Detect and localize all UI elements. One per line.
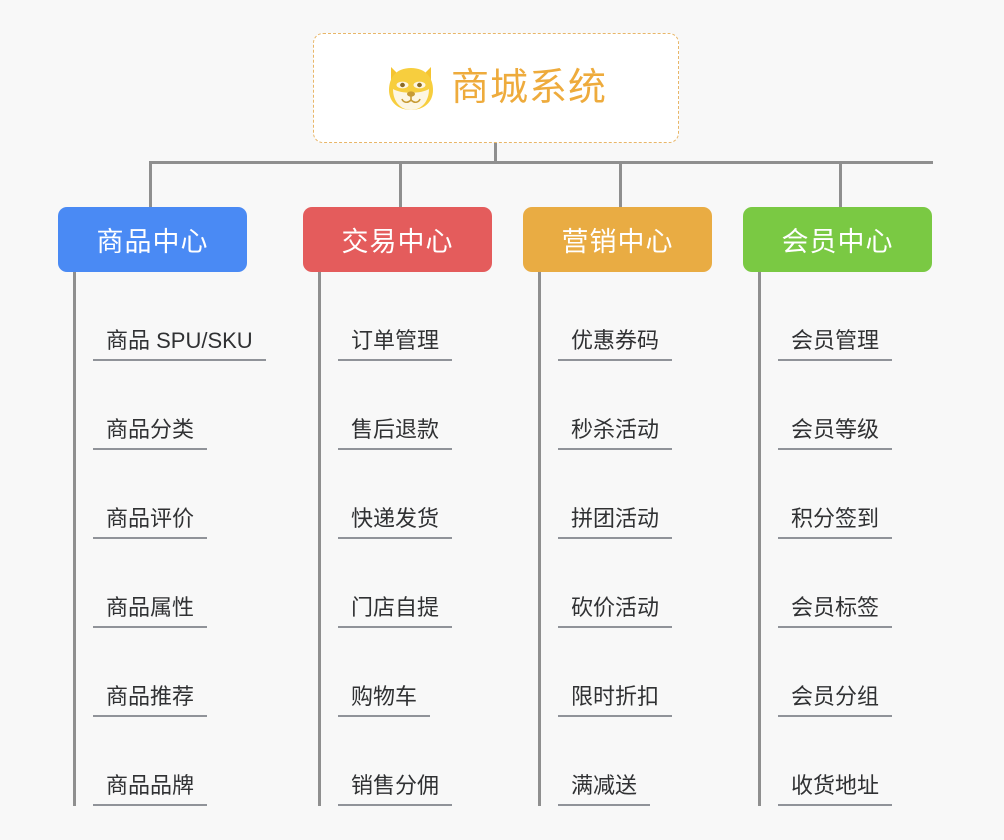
leaf-label: 商品分类 xyxy=(93,416,208,450)
list-item[interactable]: 商品品牌 xyxy=(76,717,288,806)
leaf-label: 商品属性 xyxy=(93,594,208,628)
connector-drop-3 xyxy=(619,161,622,207)
list-item[interactable]: 门店自提 xyxy=(321,539,533,628)
list-item[interactable]: 砍价活动 xyxy=(541,539,753,628)
connector-drop-2 xyxy=(399,161,402,207)
category-header-4[interactable]: 会员中心 xyxy=(743,207,932,272)
leaf-list-2: 订单管理 售后退款 快递发货 门店自提 购物车 销售分佣 xyxy=(318,272,533,806)
list-item[interactable]: 商品评价 xyxy=(76,450,288,539)
list-item[interactable]: 售后退款 xyxy=(321,361,533,450)
category-column-3: 营销中心 优惠券码 秒杀活动 拼团活动 砍价活动 限时折扣 满减送 xyxy=(523,207,753,806)
list-item[interactable]: 商品属性 xyxy=(76,539,288,628)
list-item[interactable]: 购物车 xyxy=(321,628,533,717)
list-item[interactable]: 商品 SPU/SKU xyxy=(76,272,288,361)
leaf-label: 会员管理 xyxy=(778,327,893,361)
list-item[interactable]: 优惠券码 xyxy=(541,272,753,361)
leaf-label: 门店自提 xyxy=(338,594,453,628)
leaf-label: 购物车 xyxy=(338,683,431,717)
leaf-label: 会员等级 xyxy=(778,416,893,450)
root-node-shop-system[interactable]: 商城系统 xyxy=(313,33,679,143)
leaf-label: 满减送 xyxy=(558,772,651,806)
list-item[interactable]: 商品分类 xyxy=(76,361,288,450)
list-item[interactable]: 拼团活动 xyxy=(541,450,753,539)
leaf-label: 售后退款 xyxy=(338,416,453,450)
leaf-label: 收货地址 xyxy=(778,772,893,806)
category-column-1: 商品中心 商品 SPU/SKU 商品分类 商品评价 商品属性 商品推荐 商品品牌 xyxy=(58,207,288,806)
category-header-label: 商品中心 xyxy=(96,227,209,257)
leaf-list-1: 商品 SPU/SKU 商品分类 商品评价 商品属性 商品推荐 商品品牌 xyxy=(73,272,288,806)
category-header-label: 交易中心 xyxy=(341,227,454,257)
leaf-label: 会员标签 xyxy=(778,594,893,628)
leaf-label: 快递发货 xyxy=(338,505,453,539)
leaf-label: 商品 SPU/SKU xyxy=(93,327,266,361)
leaf-label: 商品评价 xyxy=(93,505,208,539)
leaf-label: 优惠券码 xyxy=(558,327,673,361)
leaf-label: 会员分组 xyxy=(778,683,893,717)
root-title: 商城系统 xyxy=(450,67,607,109)
leaf-label: 拼团活动 xyxy=(558,505,673,539)
category-column-4: 会员中心 会员管理 会员等级 积分签到 会员标签 会员分组 收货地址 xyxy=(743,207,973,806)
list-item[interactable]: 销售分佣 xyxy=(321,717,533,806)
list-item[interactable]: 收货地址 xyxy=(761,717,973,806)
category-header-3[interactable]: 营销中心 xyxy=(523,207,712,272)
list-item[interactable]: 秒杀活动 xyxy=(541,361,753,450)
leaf-list-4: 会员管理 会员等级 积分签到 会员标签 会员分组 收货地址 xyxy=(758,272,973,806)
list-item[interactable]: 满减送 xyxy=(541,717,753,806)
leaf-label: 积分签到 xyxy=(778,505,893,539)
list-item[interactable]: 商品推荐 xyxy=(76,628,288,717)
leaf-label: 秒杀活动 xyxy=(558,416,673,450)
leaf-label: 砍价活动 xyxy=(558,594,673,628)
category-header-1[interactable]: 商品中心 xyxy=(58,207,247,272)
connector-drop-1 xyxy=(149,161,152,207)
list-item[interactable]: 会员分组 xyxy=(761,628,973,717)
leaf-list-3: 优惠券码 秒杀活动 拼团活动 砍价活动 限时折扣 满减送 xyxy=(538,272,753,806)
leaf-label: 订单管理 xyxy=(338,327,453,361)
leaf-label: 商品推荐 xyxy=(93,683,208,717)
list-item[interactable]: 积分签到 xyxy=(761,450,973,539)
category-header-2[interactable]: 交易中心 xyxy=(303,207,492,272)
category-column-2: 交易中心 订单管理 售后退款 快递发货 门店自提 购物车 销售分佣 xyxy=(303,207,533,806)
leaf-label: 商品品牌 xyxy=(93,772,208,806)
list-item[interactable]: 快递发货 xyxy=(321,450,533,539)
list-item[interactable]: 会员标签 xyxy=(761,539,973,628)
shiba-dog-face-icon xyxy=(388,67,433,110)
list-item[interactable]: 会员等级 xyxy=(761,361,973,450)
leaf-label: 限时折扣 xyxy=(558,683,673,717)
list-item[interactable]: 会员管理 xyxy=(761,272,973,361)
connector-root-stem xyxy=(494,143,497,164)
list-item[interactable]: 限时折扣 xyxy=(541,628,753,717)
connector-horizontal-bus xyxy=(149,161,933,164)
category-header-label: 营销中心 xyxy=(561,227,674,257)
category-header-label: 会员中心 xyxy=(781,227,894,257)
list-item[interactable]: 订单管理 xyxy=(321,272,533,361)
leaf-label: 销售分佣 xyxy=(338,772,453,806)
connector-drop-4 xyxy=(839,161,842,207)
